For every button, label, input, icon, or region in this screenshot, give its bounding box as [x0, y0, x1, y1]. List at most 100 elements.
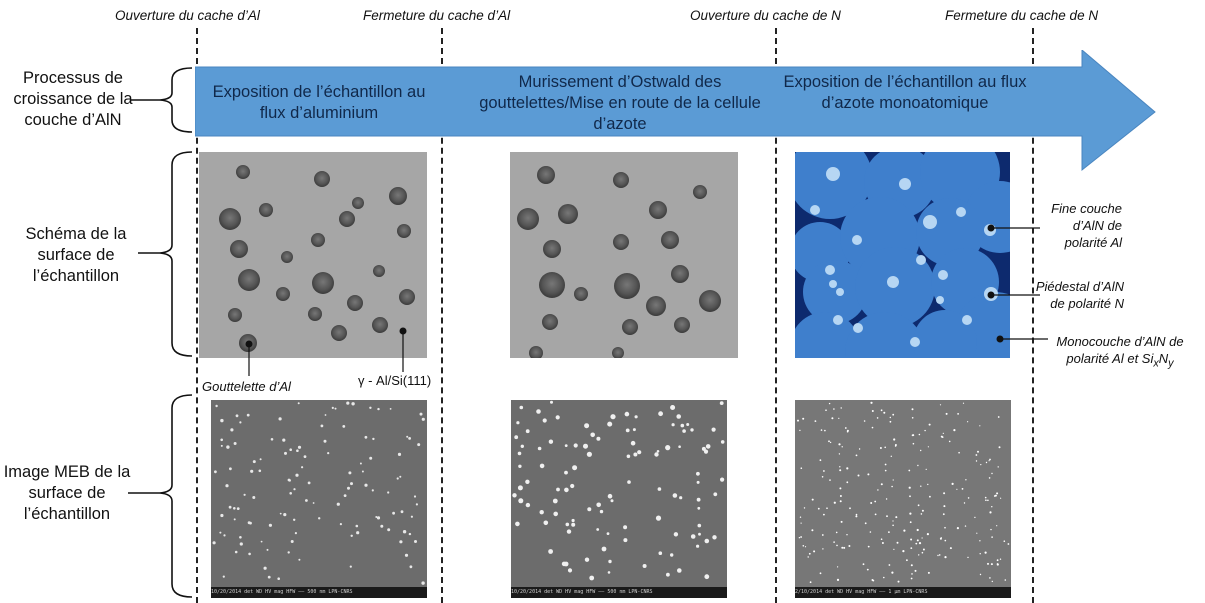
droplet: [281, 251, 293, 263]
droplet: [646, 296, 666, 316]
sem-particle: [874, 513, 877, 516]
sem-particle: [1003, 540, 1006, 542]
schema-panel-nitride: [795, 152, 1010, 358]
sem-particle: [993, 495, 996, 497]
sem-particle: [525, 479, 530, 484]
sem-particle: [318, 517, 321, 520]
sem-particle: [572, 465, 578, 471]
sem-particle: [252, 460, 256, 464]
sem-particle: [840, 407, 842, 409]
sem-particle: [839, 495, 842, 497]
sem-particle: [320, 424, 324, 428]
sem-particle: [821, 534, 824, 536]
sem-particle: [610, 499, 614, 503]
droplet: [399, 289, 415, 305]
sem-particle: [399, 475, 402, 478]
sem-particle: [220, 444, 223, 447]
sem-particle: [515, 521, 520, 527]
sem-particle: [223, 534, 226, 537]
sem-particle: [895, 516, 898, 519]
sem-image-nitride: 2/10/2014 det WD HV mag HFW —— 1 µm LPN-…: [795, 400, 1011, 598]
sem-particle: [682, 429, 686, 433]
schema-panel-al: [199, 152, 427, 358]
sem-particle: [658, 551, 663, 555]
sem-particle: [840, 520, 843, 523]
droplet: [314, 171, 330, 187]
sem-particle: [670, 405, 676, 410]
sem-particle: [819, 459, 822, 462]
thin-layer-spot: [825, 265, 835, 275]
sem-particle: [944, 539, 947, 542]
sem-particle: [841, 446, 843, 448]
sem-particle: [965, 479, 967, 481]
sem-particle: [389, 408, 392, 410]
sem-particle: [248, 552, 251, 556]
droplet: [671, 265, 689, 283]
sem-particle: [518, 498, 524, 504]
droplet: [558, 204, 578, 224]
sem-particle: [888, 564, 891, 566]
label-monolayer-text: Monocouche d’AlN de polarité Al et Si: [1056, 334, 1184, 366]
thin-layer-spot: [829, 280, 837, 288]
sem-particle: [625, 428, 630, 433]
droplet: [674, 317, 690, 333]
sem-particle: [720, 440, 725, 444]
sem-particle: [799, 516, 802, 518]
sem-particle: [855, 515, 858, 518]
sem-particle: [967, 556, 969, 559]
sem-particle: [921, 537, 923, 539]
sem-particle: [917, 504, 920, 507]
droplet: [339, 211, 355, 227]
sem-particle: [885, 498, 888, 500]
sem-particle: [874, 500, 877, 503]
sem-particle: [376, 516, 381, 520]
sem-particle: [828, 402, 831, 405]
sem-particle: [719, 401, 724, 405]
sem-particle: [883, 576, 885, 579]
droplet: [331, 325, 347, 341]
sem-particle: [977, 450, 979, 453]
sem-particle: [295, 473, 299, 477]
sem-particle: [823, 513, 825, 516]
sem-particle: [800, 536, 802, 538]
sem-particle: [886, 515, 888, 518]
droplet: [614, 273, 640, 299]
sem-particle: [894, 445, 897, 447]
sem-particle: [404, 553, 409, 557]
sem-particle: [305, 499, 308, 502]
sem-particle: [234, 550, 238, 554]
row-braces: [128, 67, 193, 598]
sem-particle: [228, 505, 232, 509]
label-pedestal: Piédestal d’AlN de polarité N: [1035, 279, 1124, 311]
sem-particle: [988, 477, 991, 479]
sem-particle: [814, 420, 817, 422]
sem-particle: [802, 545, 805, 547]
sem-particle: [836, 544, 838, 547]
stage-n-exposure: Exposition de l’échantillon au flux d’az…: [783, 73, 1027, 112]
sem-particle: [355, 524, 359, 528]
droplet: [373, 265, 385, 277]
event-al-open: Ouverture du cache d’Al: [115, 8, 260, 23]
sem-particle: [282, 438, 286, 442]
sem-particle: [596, 528, 600, 531]
thin-layer-spot: [836, 288, 844, 296]
sem-particle: [938, 554, 941, 556]
sem-particle: [294, 532, 297, 535]
sem-particle: [831, 417, 834, 420]
sem-particle: [866, 568, 869, 571]
sem-particle: [334, 407, 337, 410]
sem-particle: [817, 507, 820, 510]
sem-particle: [927, 446, 929, 448]
sem-particle: [939, 404, 942, 406]
sem-particle: [889, 416, 891, 419]
sem-particle: [606, 532, 610, 535]
droplet: [613, 234, 629, 250]
sem-particle: [824, 429, 826, 432]
sem-particle: [896, 541, 899, 544]
droplet: [612, 347, 624, 359]
sem-particle: [967, 421, 969, 423]
droplet: [308, 307, 322, 321]
sem-particle: [902, 550, 905, 553]
sem-particle: [863, 420, 866, 422]
sem-particle: [284, 451, 287, 455]
